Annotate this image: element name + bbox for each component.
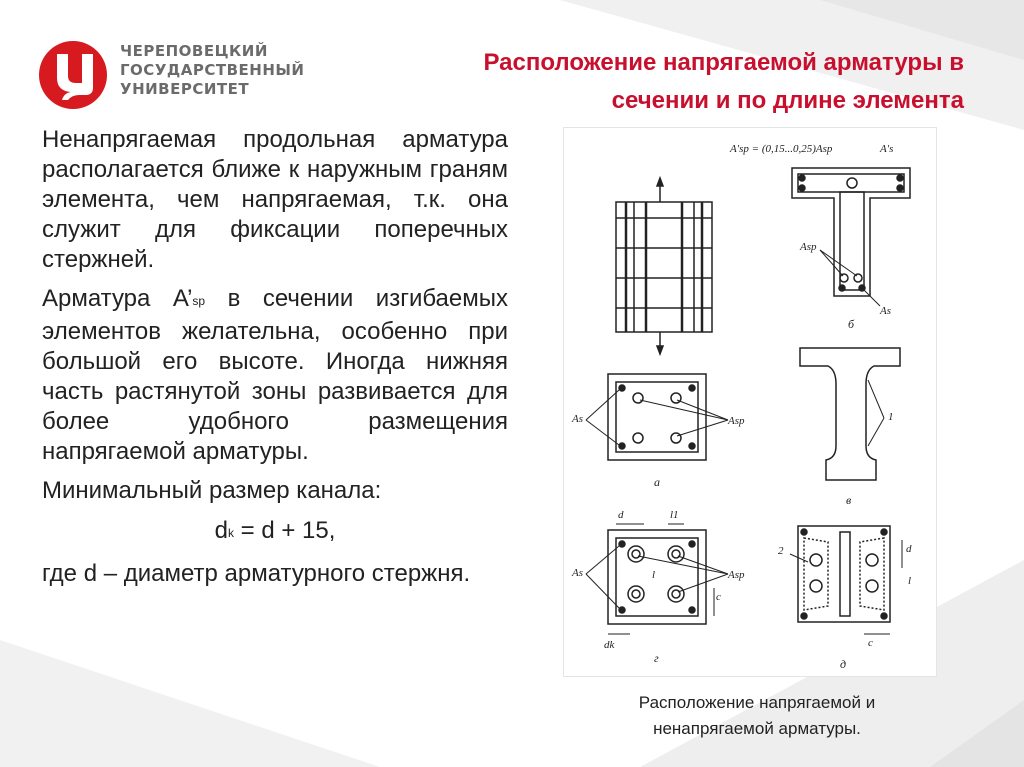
a-s-label-a: As (571, 413, 583, 425)
letter-v-label: в (846, 493, 851, 507)
square-section-a: As Asp а (571, 373, 745, 489)
i-beam-view-v: 1 в (799, 347, 901, 507)
university-line-1: ЧЕРЕПОВЕЦКИЙ (120, 42, 268, 60)
figure-caption: Расположение напрягаемой и ненапрягаемой… (572, 690, 942, 742)
paragraph-1: Ненапрягаемая продольная арматура распол… (42, 126, 508, 273)
num-1-label: 1 (888, 411, 894, 423)
reinforcement-diagram: A′sp = (0,15...0,25)Asp A′s Asp As б (571, 143, 912, 671)
letter-b-label: б (848, 317, 855, 331)
a-s-label-g: As (571, 567, 583, 579)
university-logo-icon (39, 41, 107, 109)
university-line-2: ГОСУДАРСТВЕННЫЙ (120, 61, 305, 79)
formula-subscript: k (227, 526, 234, 540)
a-s-label-b: As (879, 305, 891, 317)
slide-title: Расположение напрягаемой арматуры в сече… (324, 44, 964, 120)
letter-d-label: д (840, 657, 846, 671)
title-line-2: сечении и по длине элемента (611, 87, 964, 114)
formula-main: d (214, 517, 228, 544)
reinforcement-figure: A′sp = (0,15...0,25)Asp A′s Asp As б (563, 127, 937, 677)
a-prime-s-label: A′s (879, 143, 893, 155)
para2-start: Арматура A’ (42, 285, 193, 312)
section-with-pockets-d: 2 d l c д (778, 525, 912, 671)
l1-label: l1 (670, 509, 679, 521)
para2-subscript: sp (192, 294, 206, 308)
letter-g-label: г (654, 651, 659, 665)
c-label-d: c (868, 637, 873, 649)
body-text: Ненапрягаемая продольная арматура распол… (42, 125, 508, 598)
a-sp-label-b: Asp (799, 241, 817, 253)
formula: dk = d + 15, (42, 516, 508, 549)
paragraph-4: где d – диаметр арматурного стержня. (42, 560, 471, 587)
title-line-1: Расположение напрягаемой арматуры в (483, 49, 964, 76)
c-label-g: c (716, 591, 721, 603)
square-section-g: d l1 l c dk As Asp г (571, 509, 745, 665)
a-sp-label-a: Asp (727, 415, 745, 427)
paragraph-3: Минимальный размер канала: (42, 477, 382, 504)
d-label-d: d (906, 543, 912, 555)
paragraph-2: Арматура A’sp в сечении изгибаемых элеме… (42, 284, 508, 467)
caption-line-2: ненапрягаемой арматуры. (653, 719, 861, 738)
formula-rest: = d + 15, (233, 517, 336, 544)
t-section-view: A′sp = (0,15...0,25)Asp A′s Asp As б (729, 143, 911, 331)
l-label: l (652, 569, 655, 581)
l-label-d: l (908, 575, 911, 587)
caption-line-1: Расположение напрягаемой и (638, 693, 876, 712)
d-label-g: d (618, 509, 624, 521)
para2-end: в сечении изгибаемых элементов желательн… (42, 285, 509, 465)
university-line-3: УНИВЕРСИТЕТ (120, 80, 250, 98)
num-2-label: 2 (778, 545, 784, 557)
university-name: ЧЕРЕПОВЕЦКИЙ ГОСУДАРСТВЕННЫЙ УНИВЕРСИТЕТ (120, 42, 304, 99)
top-formula-label: A′sp = (0,15...0,25)Asp (729, 143, 833, 155)
letter-a-label: а (654, 475, 660, 489)
a-sp-label-g: Asp (727, 569, 745, 581)
dk-label: dk (604, 639, 616, 651)
longitudinal-view (615, 175, 713, 357)
